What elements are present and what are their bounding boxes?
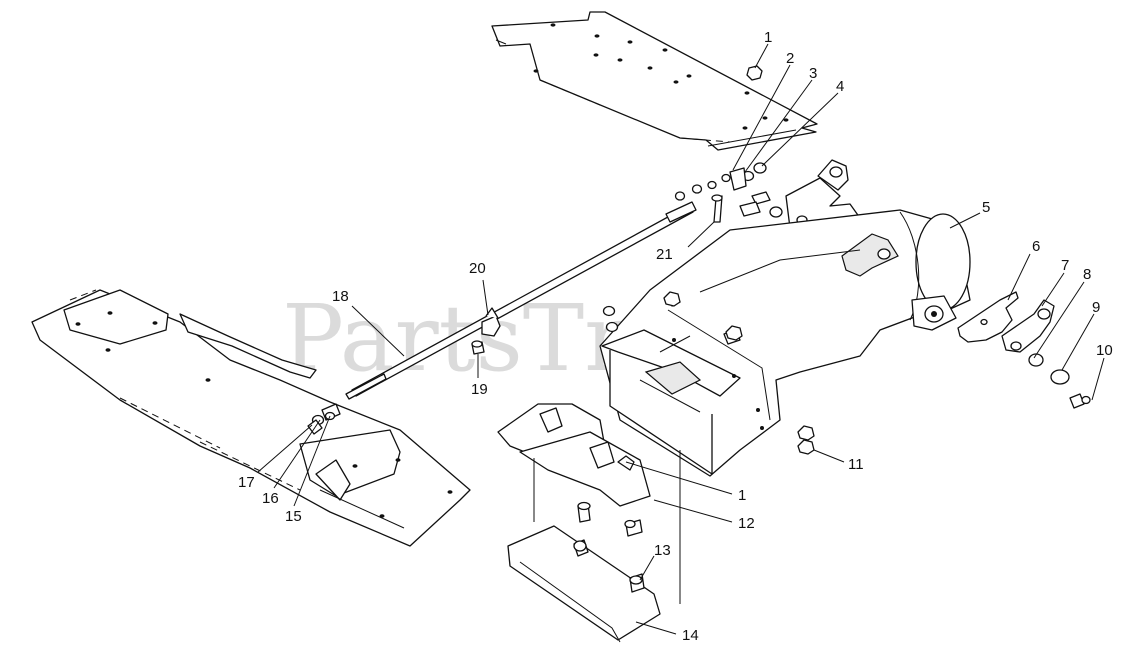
callout-17: 17	[238, 474, 255, 491]
callout-1-bottom: 1	[738, 487, 746, 504]
callout-20: 20	[469, 260, 486, 277]
chute-housing	[599, 209, 971, 477]
callout-16: 16	[262, 490, 279, 507]
callout-12: 12	[738, 515, 755, 532]
linkage-rod	[345, 201, 697, 400]
callout-18: 18	[332, 288, 349, 305]
callout-5: 5	[982, 199, 990, 216]
callout-2: 2	[786, 50, 794, 67]
callout-3: 3	[809, 65, 817, 82]
callout-1-top: 1	[764, 29, 772, 46]
housing-nuts	[602, 291, 815, 455]
right-lever-assembly	[957, 291, 1091, 409]
callout-13: 13	[654, 542, 671, 559]
top-plate-holes	[533, 23, 789, 130]
callout-6: 6	[1032, 238, 1040, 255]
left-base-plate	[31, 289, 471, 547]
callout-15: 15	[285, 508, 302, 525]
callout-14: 14	[682, 627, 699, 644]
callout-10: 10	[1096, 342, 1113, 359]
callout-11: 11	[848, 456, 864, 473]
callout-8: 8	[1083, 266, 1091, 283]
callout-7: 7	[1061, 257, 1069, 274]
callout-19: 19	[471, 381, 488, 398]
chute-deflector	[507, 525, 661, 643]
callout-9: 9	[1092, 299, 1100, 316]
callout-labels: 1 2 3 4 5 6 7 8 9 10 11 21 20 18 19 17 1…	[238, 29, 1113, 644]
callout-4: 4	[836, 78, 844, 95]
rod-clamp	[471, 307, 501, 355]
pivot-hardware	[674, 65, 767, 223]
callout-21: 21	[656, 246, 673, 263]
leader-lines	[257, 43, 1105, 635]
lower-bracket	[497, 403, 681, 604]
